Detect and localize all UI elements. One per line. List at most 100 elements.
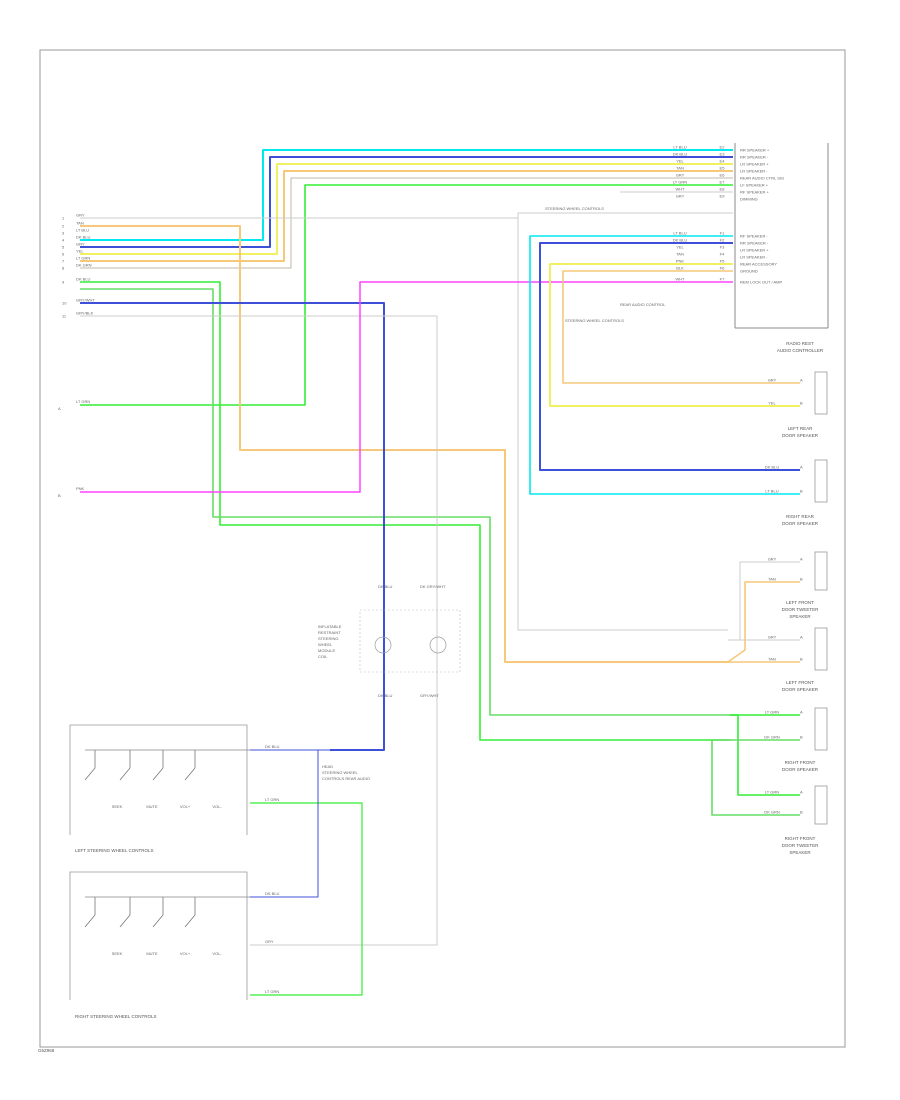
controller-note-2: REAR AUDIO CONTROL	[620, 302, 666, 307]
left-ctrl-button-label-3: VOL-	[212, 804, 222, 809]
svg-text:STEERING WHEEL: STEERING WHEEL	[322, 770, 359, 775]
ctrl-pin-id-8: F1	[720, 231, 725, 236]
ctrl-pin-label-13: GROUND	[740, 269, 758, 274]
ctrl-pin-label-8: RF SPEAKER -	[740, 234, 768, 239]
speaker-4-wire-a: LT GRN	[765, 710, 779, 715]
speaker-left-front-tweeter: LEFT FRONT DOOR TWEETER SPEAKER	[782, 551, 828, 619]
left-pin-wire-11: GRY/BLK	[76, 311, 94, 316]
speaker-1-pin-b: B	[800, 489, 803, 494]
wire-yel-lr	[549, 263, 800, 407]
ctrl-pin-id-7: E9	[720, 194, 726, 199]
ctrl-pin-label-7: DIMMING	[740, 197, 758, 202]
speaker-lf-title-2: DOOR SPEAKER	[782, 687, 819, 692]
ctrl-pin-wire-4: GRY	[676, 173, 685, 178]
wire-gry-dimming	[517, 212, 733, 631]
left-pin-num-2: 2	[62, 224, 65, 229]
ctrl-pin-wire-0: LT BLU	[673, 145, 686, 150]
left-input-num-a: A	[58, 406, 61, 411]
speaker-5-wire-a: LT GRN	[765, 790, 779, 795]
ctrl-pin-label-2: LR SPEAKER +	[740, 162, 769, 167]
left-pin-num-9: 9	[62, 280, 65, 285]
ctrl-pin-wire-1: DK BLU	[673, 152, 688, 157]
ctrl-pin-label-3: LR SPEAKER -	[740, 169, 768, 174]
speaker-5-pin-b: B	[800, 810, 803, 815]
ctrl-pin-label-10: LR SPEAKER +	[740, 248, 769, 253]
speaker-4-pin-a: A	[800, 710, 803, 715]
ctrl-pin-label-6: RF SPEAKER +	[740, 190, 769, 195]
wire-gry-top	[80, 177, 733, 269]
left-pin-wire-7: LT GRN	[76, 256, 90, 261]
svg-text:WHEEL: WHEEL	[318, 642, 333, 647]
right-ctrl-switch-0	[84, 914, 96, 928]
svg-text:INFLATABLE: INFLATABLE	[318, 624, 342, 629]
wire-left-dk-grn	[80, 288, 730, 716]
ctrl-pin-id-5: E7	[720, 180, 726, 185]
audio-controller: RADIO REST AUDIO CONTROLLER	[734, 143, 829, 353]
speaker-3-pin-a: A	[800, 635, 803, 640]
speaker-3-wire-b: TAN	[768, 657, 776, 662]
ctrl-pin-label-14: REM LOCK OUT / AMP	[740, 280, 782, 285]
ctrl-pin-id-6: E8	[720, 187, 726, 192]
svg-text:RESTRAINT: RESTRAINT	[318, 630, 341, 635]
left-ctrl-switch-0	[84, 767, 96, 781]
speaker-lf-tweeter-title-1: LEFT FRONT	[786, 600, 814, 605]
wire-dk-blu-rr	[539, 242, 800, 471]
ctrl-pin-label-12: REAR ACCESSORY	[740, 262, 777, 267]
speaker-0-wire-a: GRY	[768, 378, 777, 383]
ctrl-pin-label-1: RR SPEAKER -	[740, 155, 769, 160]
controller-note-1: STEERING WHEEL CONTROLS	[545, 206, 604, 211]
left-pin-num-7: 7	[62, 259, 65, 264]
wire-pnk	[80, 281, 733, 493]
wire-ctrl-dk-blu-2	[250, 750, 319, 898]
ctrl-pin-wire-8: LT BLU	[673, 231, 686, 236]
ctrl-pin-wire-7: GRY	[676, 194, 685, 199]
wire-lt-blu-rr	[529, 235, 800, 495]
ctrl-pin-wire-11: TAN	[676, 252, 684, 257]
right-ctrl-switch-3	[184, 914, 196, 928]
left-pin-num-11: 11	[62, 314, 67, 319]
wire-left-gry-wht	[80, 315, 438, 946]
left-ctrl-switch-2	[152, 767, 164, 781]
ctrl-pin-label-0: RR SPEAKER +	[740, 148, 770, 153]
speaker-left-rear-title-1: LEFT REAR	[788, 426, 813, 431]
left-ctrl-switch-1	[119, 767, 131, 781]
speaker-lf-tweeter-title-3: SPEAKER	[789, 614, 811, 619]
ctrl-pin-wire-14: WHT	[675, 277, 685, 282]
left-pin-num-5: 5	[62, 245, 65, 250]
speaker-2-wire-b: TAN	[768, 577, 776, 582]
left-pin-wire-5: GRY	[76, 242, 85, 247]
ctrl-pin-label-4: REAR AUDIO CTRL SIG	[740, 176, 784, 181]
left-pin-num-4: 4	[62, 238, 65, 243]
speaker-rf-tweeter-title-1: RIGHT FRONT	[785, 836, 816, 841]
wires	[80, 149, 800, 996]
speaker-1-pin-a: A	[800, 465, 803, 470]
speaker-right-rear-title-1: RIGHT REAR	[786, 514, 814, 519]
ctrl-pin-id-1: E3	[720, 152, 726, 157]
controller-title-1: RADIO REST	[786, 341, 814, 346]
speaker-0-pin-b: B	[800, 401, 803, 406]
wire-left-dk-blu	[80, 302, 385, 751]
left-pin-wire-1: GRY	[76, 213, 85, 218]
speaker-right-front-tweeter: RIGHT FRONT DOOR TWEETER SPEAKER	[782, 785, 828, 855]
right-ctrl-wire-1: GRY	[265, 939, 274, 944]
wire-lt-grn-top	[80, 184, 733, 406]
wire-rf-tweet-dk	[711, 739, 800, 816]
speaker-3-wire-a: GRY	[768, 635, 777, 640]
ctrl-pin-id-0: E2	[720, 145, 726, 150]
ctrl-pin-wire-2: YEL	[676, 159, 684, 164]
ctrl-pin-id-12: F5	[720, 259, 725, 264]
left-pin-wire-10: GRY/WHT	[76, 298, 95, 303]
svg-text:COIL: COIL	[318, 654, 328, 659]
speaker-4-wire-b: DK GRN	[764, 735, 780, 740]
left-pin-wire-6: YEL	[76, 249, 84, 254]
module-bottom-label-2: GRY/WHT	[420, 693, 439, 698]
right-ctrl-switch-1	[119, 914, 131, 928]
wire-ctrl-lt-grn-1	[250, 802, 363, 996]
wire-tan-top	[80, 170, 733, 262]
left-pin-num-6: 6	[62, 252, 65, 257]
right-ctrl-wire-2: LT GRN	[265, 989, 279, 994]
left-pin-wire-8: DK GRN	[76, 263, 92, 268]
